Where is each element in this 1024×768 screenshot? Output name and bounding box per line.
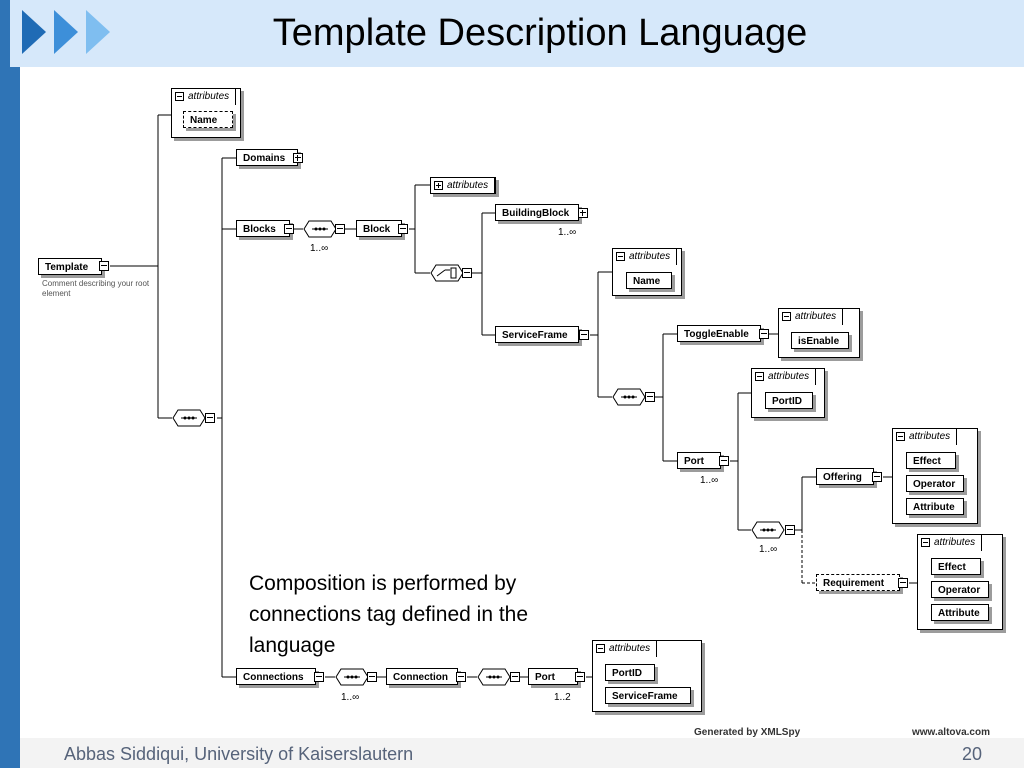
attributes-group-toggleenable[interactable]: attributes isEnable (778, 308, 860, 358)
attribute-portid[interactable]: PortID (605, 664, 655, 681)
sequence-compositor-icon (612, 388, 646, 406)
attributes-tab: attributes (917, 534, 983, 551)
sequence-compositor-icon (303, 220, 337, 238)
cardinality-label: 1..∞ (558, 227, 577, 238)
composition-note: Composition is performed by connections … (249, 572, 529, 657)
collapse-icon[interactable] (398, 224, 408, 234)
cardinality-label: 1..∞ (700, 475, 719, 486)
schema-element-port[interactable]: Port (528, 668, 578, 685)
collapse-icon[interactable] (759, 329, 769, 339)
cardinality-label: 1..∞ (310, 243, 329, 254)
attributes-tab: attributes (592, 640, 658, 657)
collapse-icon[interactable] (872, 472, 882, 482)
choice-compositor-icon (430, 264, 464, 282)
schema-element-toggleenable[interactable]: ToggleEnable (677, 325, 761, 342)
schema-element-domains[interactable]: Domains (236, 149, 298, 166)
root-comment: Comment describing your root element (42, 279, 150, 298)
attribute-name[interactable]: Name (626, 272, 672, 289)
collapse-icon[interactable] (462, 268, 472, 278)
attributes-tab: attributes (430, 177, 496, 194)
attribute-isenable[interactable]: isEnable (791, 332, 849, 349)
page-number: 20 (962, 744, 983, 764)
attributes-tab: attributes (892, 428, 958, 445)
collapse-icon[interactable] (579, 330, 589, 340)
collapse-icon[interactable] (335, 224, 345, 234)
collapse-icon[interactable] (719, 456, 729, 466)
cardinality-label: 1..2 (554, 692, 571, 703)
nav-arrows-icon (22, 10, 110, 54)
attributes-group-connection-port[interactable]: attributes PortID ServiceFrame (592, 640, 702, 712)
attribute-operator[interactable]: Operator (906, 475, 964, 492)
title-band (10, 0, 1024, 67)
collapse-icon[interactable] (575, 672, 585, 682)
attributes-tab: attributes (778, 308, 844, 325)
sequence-compositor-icon (335, 668, 369, 686)
schema-element-port[interactable]: Port (677, 452, 721, 469)
attribute-effect[interactable]: Effect (931, 558, 981, 575)
expand-icon[interactable] (578, 208, 588, 218)
attributes-group-requirement[interactable]: attributes Effect Operator Attribute (917, 534, 1003, 630)
schema-element-offering[interactable]: Offering (816, 468, 874, 485)
attributes-group-port[interactable]: attributes PortID (751, 368, 825, 418)
attribute-effect[interactable]: Effect (906, 452, 956, 469)
schema-element-connections[interactable]: Connections (236, 668, 316, 685)
collapse-icon[interactable] (510, 672, 520, 682)
schema-element-block[interactable]: Block (356, 220, 402, 237)
generator-credit: Generated by XMLSpy (694, 727, 801, 738)
cardinality-label: 1..∞ (341, 692, 360, 703)
schema-element-connection[interactable]: Connection (386, 668, 458, 685)
collapse-icon[interactable] (284, 224, 294, 234)
attribute-serviceframe[interactable]: ServiceFrame (605, 687, 691, 704)
slide-title: Template Description Language (272, 12, 808, 54)
generator-site: www.altova.com (912, 727, 990, 738)
attribute-operator[interactable]: Operator (931, 581, 989, 598)
collapse-icon[interactable] (314, 672, 324, 682)
collapse-icon[interactable] (367, 672, 377, 682)
sequence-compositor-icon (172, 409, 206, 427)
attributes-group-template[interactable]: attributes Name (171, 88, 241, 138)
attribute-name[interactable]: Name (183, 111, 233, 128)
attributes-tab: attributes (171, 88, 237, 105)
attribute-portid[interactable]: PortID (765, 392, 813, 409)
attribute-attribute[interactable]: Attribute (931, 604, 989, 621)
collapse-icon[interactable] (99, 261, 109, 271)
schema-element-buildingblock[interactable]: BuildingBlock (495, 204, 579, 221)
attributes-group-serviceframe[interactable]: attributes Name (612, 248, 682, 296)
schema-element-serviceframe[interactable]: ServiceFrame (495, 326, 579, 343)
footer-band (20, 738, 1024, 768)
attributes-tab: attributes (612, 248, 678, 265)
collapse-icon[interactable] (645, 392, 655, 402)
sequence-compositor-icon (751, 521, 785, 539)
attribute-attribute[interactable]: Attribute (906, 498, 964, 515)
collapse-icon[interactable] (205, 413, 215, 423)
schema-element-requirement[interactable]: Requirement (816, 574, 900, 591)
schema-element-blocks[interactable]: Blocks (236, 220, 290, 237)
left-accent-bar (0, 0, 20, 768)
collapse-icon[interactable] (785, 525, 795, 535)
collapse-icon[interactable] (456, 672, 466, 682)
footer-author: Abbas Siddiqui, University of Kaiserslau… (64, 744, 414, 764)
collapse-icon[interactable] (898, 578, 908, 588)
schema-element-template[interactable]: Template (38, 258, 102, 275)
cardinality-label: 1..∞ (759, 544, 778, 555)
attributes-group-offering[interactable]: attributes Effect Operator Attribute (892, 428, 978, 524)
attributes-tab: attributes (751, 368, 817, 385)
sequence-compositor-icon (477, 668, 511, 686)
expand-icon[interactable] (293, 153, 303, 163)
attributes-group-block[interactable]: attributes (430, 177, 496, 194)
